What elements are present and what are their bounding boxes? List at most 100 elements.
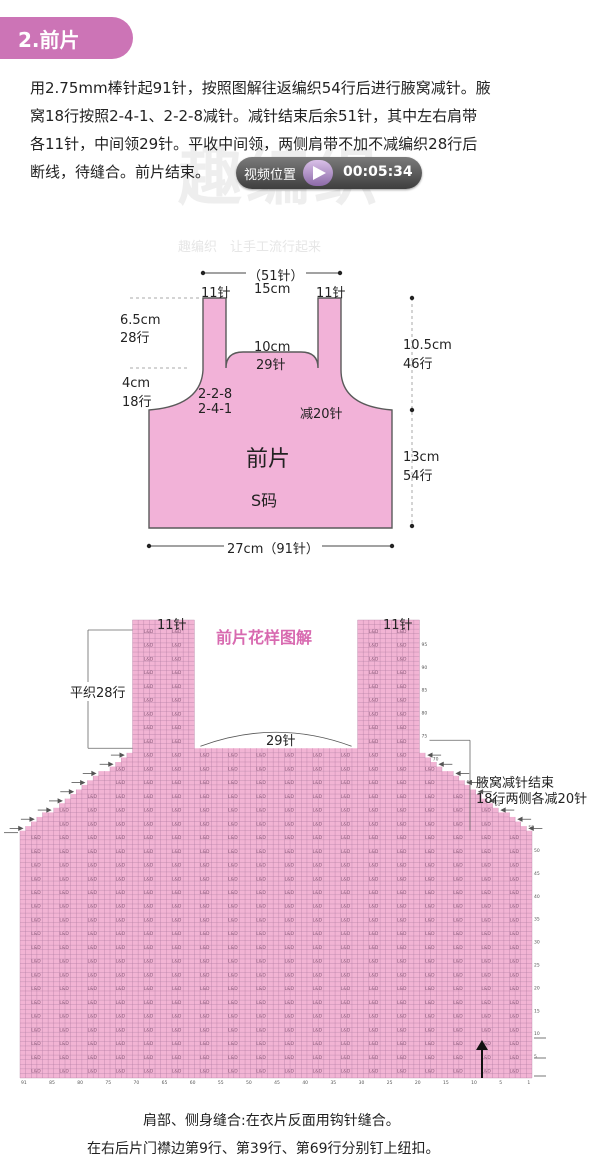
stitch-symbol: L&D <box>284 945 294 951</box>
stitch-symbol: L&D <box>284 753 294 759</box>
stitch-symbol: L&D <box>369 917 379 923</box>
stitch-symbol: L&D <box>313 1069 323 1075</box>
chart-row <box>20 885 532 891</box>
stitch-symbol: L&D <box>453 808 463 814</box>
stitch-symbol: L&D <box>172 821 182 827</box>
stitch-symbol: L&D <box>397 849 407 855</box>
stitch-symbol: L&D <box>59 863 69 869</box>
stitch-symbol: L&D <box>397 904 407 910</box>
chart-row <box>20 990 532 996</box>
stitch-symbol: L&D <box>453 917 463 923</box>
chart-row <box>132 674 195 680</box>
stitch-symbol: L&D <box>453 1014 463 1020</box>
stitch-symbol: L&D <box>144 725 154 731</box>
chart-row <box>20 1032 532 1037</box>
stitch-symbol: L&D <box>369 876 379 882</box>
stitch-symbol: L&D <box>481 904 491 910</box>
stitch-symbol: L&D <box>369 684 379 690</box>
chart-row <box>36 816 516 822</box>
stitch-symbol: L&D <box>200 904 210 910</box>
stitch-symbol: L&D <box>144 739 154 745</box>
stitch-symbol: L&D <box>397 780 407 786</box>
size-label: S码 <box>251 491 278 510</box>
stitch-symbol: L&D <box>397 725 407 731</box>
stitch-symbol: L&D <box>313 904 323 910</box>
stitch-symbol: L&D <box>397 917 407 923</box>
chart-row <box>20 968 532 973</box>
stitch-symbol: L&D <box>256 959 266 965</box>
stitch-symbol: L&D <box>88 1014 98 1020</box>
chart-row <box>132 734 195 740</box>
stitch-symbol: L&D <box>425 849 435 855</box>
stitch-symbol: L&D <box>228 972 238 978</box>
stitch-symbol: L&D <box>397 835 407 841</box>
stitch-symbol: L&D <box>481 1041 491 1047</box>
strap-height-rows: 28行 <box>120 331 150 346</box>
chart-row <box>357 693 420 698</box>
stitch-symbol: L&D <box>228 753 238 759</box>
stitch-number: 20 <box>415 1080 421 1086</box>
stitch-symbol: L&D <box>172 1069 182 1075</box>
stitch-symbol: L&D <box>284 890 294 896</box>
arrow-left-head <box>46 807 52 813</box>
chart-row <box>20 931 532 937</box>
stitch-number: 35 <box>330 1080 336 1086</box>
instruction-line-3: 各11针，中间领29针。平收中间领，两侧肩带不加不减编织28行后 <box>30 135 478 153</box>
stitch-symbol: L&D <box>453 794 463 800</box>
chart-row <box>65 798 487 804</box>
stitch-symbol: L&D <box>256 863 266 869</box>
stitch-number: 40 <box>302 1080 308 1086</box>
stitch-symbol: L&D <box>313 794 323 800</box>
stitch-symbol: L&D <box>144 835 154 841</box>
stitch-symbol: L&D <box>369 656 379 662</box>
stitch-symbol: L&D <box>481 835 491 841</box>
stitch-symbol: L&D <box>256 917 266 923</box>
stitch-symbol: L&D <box>341 917 351 923</box>
chart-row <box>132 684 195 689</box>
stitch-symbol: L&D <box>313 890 323 896</box>
stitch-symbol: L&D <box>59 945 69 951</box>
stitch-number: 65 <box>162 1080 168 1086</box>
arrow-right-head <box>500 807 506 813</box>
row-number: 55 <box>528 825 534 831</box>
chart-armhole-note-2: 18行两侧各减20针 <box>476 792 588 807</box>
stitch-symbol: L&D <box>144 808 154 814</box>
strap-right-stitches: 11针 <box>316 286 346 301</box>
stitch-symbol: L&D <box>144 684 154 690</box>
stitch-symbol: L&D <box>397 643 407 649</box>
stitch-symbol: L&D <box>341 1055 351 1061</box>
dim-dot <box>146 543 152 549</box>
stitch-symbol: L&D <box>88 863 98 869</box>
stitch-symbol: L&D <box>200 972 210 978</box>
stitch-symbol: L&D <box>284 959 294 965</box>
stitch-symbol: L&D <box>313 986 323 992</box>
stitch-symbol: L&D <box>481 945 491 951</box>
stitch-symbol: L&D <box>116 780 126 786</box>
stitch-symbol: L&D <box>284 876 294 882</box>
stitch-symbol: L&D <box>481 821 491 827</box>
stitch-symbol: L&D <box>200 945 210 951</box>
stitch-symbol: L&D <box>369 1014 379 1020</box>
chart-row <box>81 784 471 790</box>
stitch-symbol: L&D <box>256 1041 266 1047</box>
stitch-symbol: L&D <box>397 656 407 662</box>
front-piece-shape <box>148 297 393 529</box>
chart-row <box>357 702 420 708</box>
stitch-symbol: L&D <box>369 945 379 951</box>
stitch-symbol: L&D <box>369 1000 379 1006</box>
piece-name: 前片 <box>246 447 291 472</box>
stitch-symbol: L&D <box>369 972 379 978</box>
instruction-line-4: 断线，待缝合。前片结束。 <box>30 163 211 181</box>
stitch-symbol: L&D <box>228 945 238 951</box>
stitch-symbol: L&D <box>200 1055 210 1061</box>
stitch-symbol: L&D <box>144 656 154 662</box>
chart-row <box>20 908 532 914</box>
stitch-symbol: L&D <box>59 890 69 896</box>
arrow-left-head <box>108 761 114 767</box>
stitch-symbol: L&D <box>88 1041 98 1047</box>
stitch-symbol: L&D <box>481 863 491 869</box>
chart-row <box>20 972 532 978</box>
chart-row <box>132 729 195 735</box>
stitch-symbol: L&D <box>228 1027 238 1033</box>
